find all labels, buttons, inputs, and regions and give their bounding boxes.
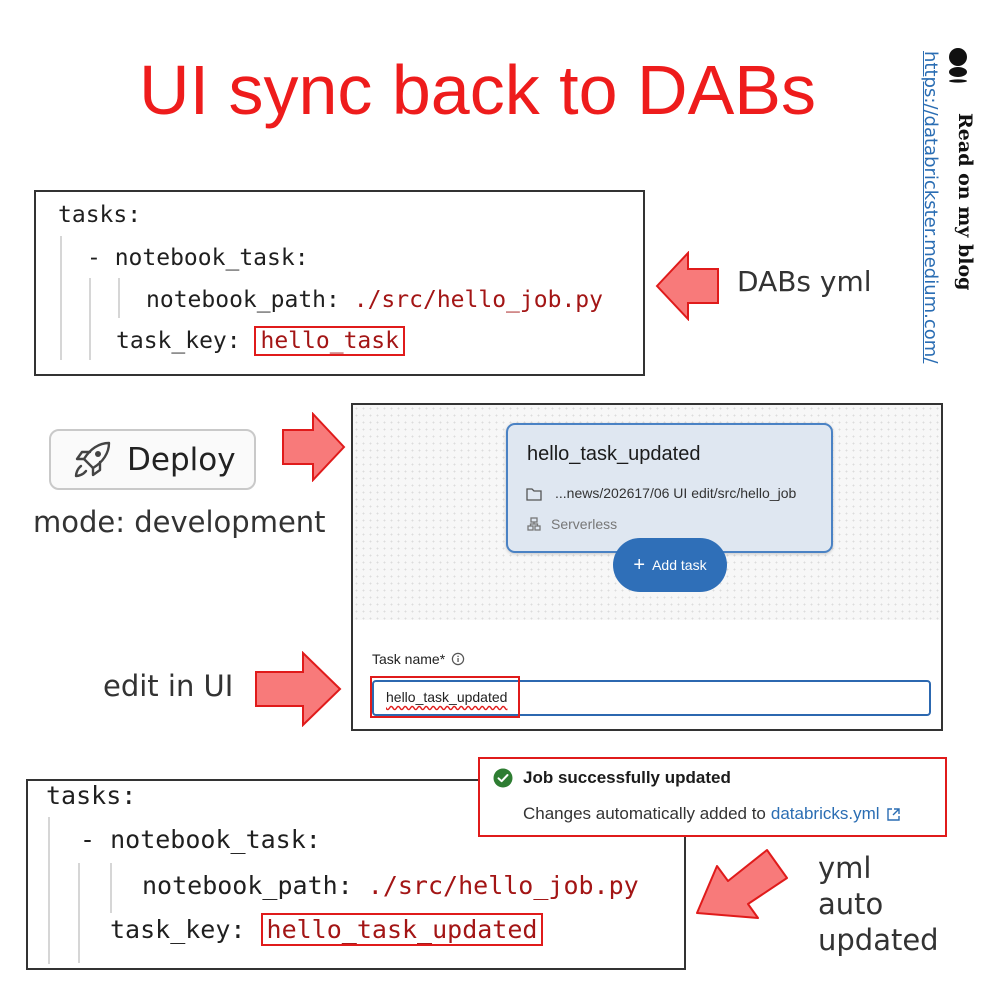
arrow-left-icon	[655, 251, 719, 321]
label-yml: yml	[818, 851, 872, 885]
arrow-right-icon	[255, 651, 342, 727]
yaml-line-task-key: task_key: hello_task	[116, 326, 405, 356]
check-circle-icon	[493, 768, 513, 788]
task-name-value: hello_task_updated	[386, 689, 508, 705]
deploy-mode-label: mode: development	[33, 505, 326, 539]
yaml-key: task_key:	[110, 915, 246, 944]
indent-guide	[110, 863, 112, 913]
blog-callout: Read on my blog https://databrickster.me…	[915, 45, 976, 363]
add-task-button[interactable]: + Add task	[613, 538, 727, 592]
indent-guide	[89, 278, 91, 360]
yaml-line-tasks: tasks:	[58, 202, 142, 228]
yaml-key: notebook_path:	[146, 287, 340, 313]
yaml-line-notebook-path: notebook_path: ./src/hello_job.py	[146, 287, 603, 313]
deploy-button[interactable]: Deploy	[49, 429, 256, 490]
success-toast: Job successfully updated Changes automat…	[478, 757, 947, 837]
info-icon[interactable]	[451, 652, 465, 666]
task-key-value-highlight: hello_task	[254, 326, 405, 356]
task-name-value-highlight: hello_task_updated	[370, 676, 520, 718]
indent-guide	[78, 863, 80, 963]
toast-title: Job successfully updated	[523, 768, 731, 787]
indent-guide	[60, 236, 62, 360]
deploy-button-label: Deploy	[127, 441, 236, 478]
task-name-input[interactable]	[372, 680, 931, 716]
compute-cluster-icon	[527, 517, 541, 531]
arrow-right-icon	[282, 412, 346, 482]
label-edit-in-ui: edit in UI	[103, 669, 234, 703]
task-card-compute: Serverless	[551, 516, 618, 532]
yaml-line-task-key: task_key: hello_task_updated	[110, 913, 544, 946]
toast-link[interactable]: databricks.yml	[770, 804, 880, 823]
yaml-line-notebook-task: - notebook_task:	[87, 245, 309, 271]
plus-icon: +	[633, 554, 646, 576]
yaml-value: ./src/hello_job.py	[367, 871, 639, 900]
add-task-label: Add task	[652, 557, 707, 573]
toast-message-text: Changes automatically added to	[523, 804, 766, 823]
page-title: UI sync back to DABs	[139, 51, 816, 129]
yaml-line-notebook-task: - notebook_task:	[80, 825, 321, 854]
label-yml-auto-updated: yml auto updated	[818, 850, 939, 958]
yaml-line-tasks: tasks:	[46, 781, 137, 810]
job-editor-panel: hello_task_updated ...news/202617/06 UI …	[351, 403, 943, 731]
rocket-icon	[74, 441, 111, 477]
dabs-yaml-before: tasks: - notebook_task: notebook_path: .…	[34, 190, 645, 376]
folder-icon	[526, 488, 542, 501]
task-key-value-highlight: hello_task_updated	[260, 913, 544, 946]
task-graph-canvas: hello_task_updated ...news/202617/06 UI …	[353, 405, 941, 620]
medium-logo-icon	[949, 48, 967, 83]
toast-message: Changes automatically added to databrick…	[523, 804, 901, 824]
external-link-icon[interactable]	[886, 807, 901, 822]
task-name-label-text: Task name*	[372, 651, 446, 667]
task-card-name: hello_task_updated	[527, 443, 701, 465]
indent-guide	[118, 278, 120, 318]
yaml-line-notebook-path: notebook_path: ./src/hello_job.py	[142, 871, 639, 900]
task-card-path: ...news/202617/06 UI edit/src/hello_job	[555, 485, 797, 501]
yaml-value: ./src/hello_job.py	[353, 287, 603, 313]
yaml-key: notebook_path:	[142, 871, 353, 900]
blog-heading: Read on my blog	[954, 113, 976, 291]
yaml-key: task_key:	[116, 328, 241, 354]
label-auto: auto	[818, 887, 884, 921]
label-dabs-yml: DABs yml	[737, 265, 872, 298]
label-updated: updated	[818, 923, 939, 957]
blog-link[interactable]: https://databrickster.medium.com/	[920, 51, 941, 364]
task-card[interactable]: hello_task_updated ...news/202617/06 UI …	[506, 423, 833, 553]
arrow-down-left-icon	[696, 849, 788, 919]
indent-guide	[48, 817, 50, 964]
task-name-label: Task name*	[372, 651, 465, 667]
